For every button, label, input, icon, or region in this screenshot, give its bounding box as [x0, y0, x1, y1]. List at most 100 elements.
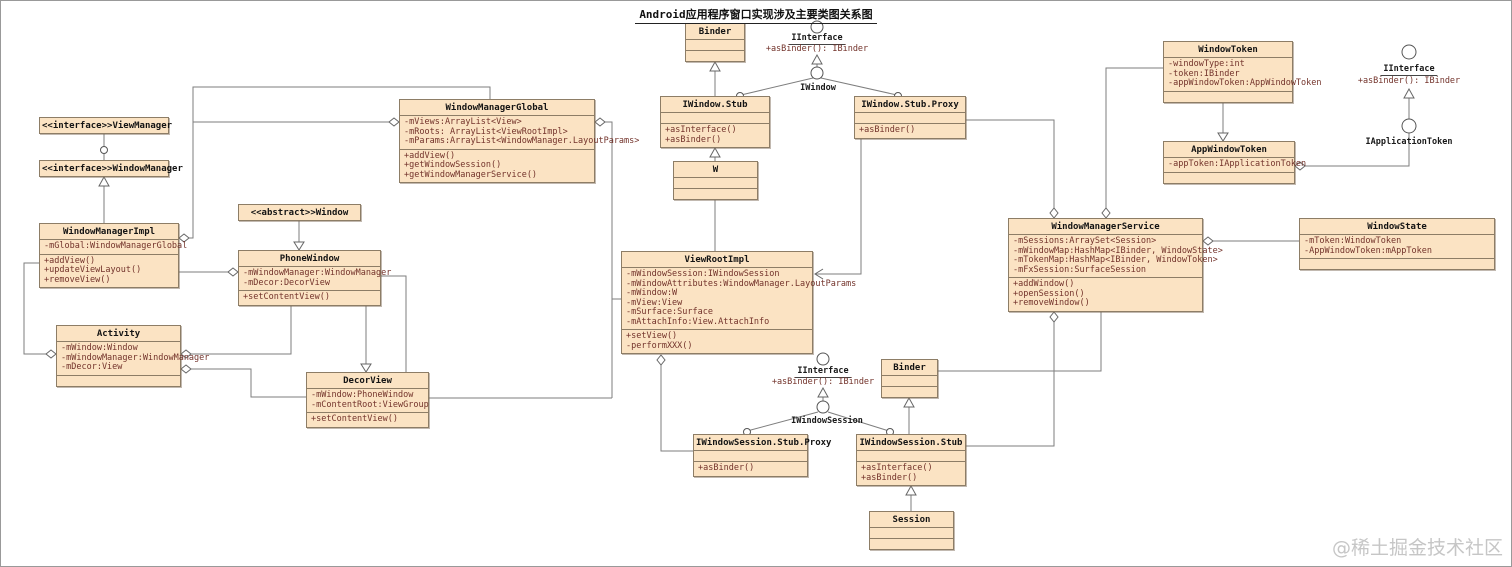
member-line: +getWindowSession() [404, 160, 502, 170]
aggregation-diamonds [45, 117, 1306, 374]
class-iwindowsession-stub-proxy: IWindowSession.Stub.Proxy +asBinder() [693, 434, 832, 477]
member-line: +asBinder() [665, 134, 722, 145]
member-line: +asBinder() [861, 472, 918, 483]
member-line: -token:IBinder [1168, 68, 1240, 79]
member-line: +setContentView() [311, 414, 398, 424]
iinterface-top-circle [810, 20, 824, 34]
class-binder-bottom: Binder [881, 359, 938, 398]
class-attributes [855, 112, 965, 123]
class-operations: +addView()+getWindowSession()+getWindowM… [400, 148, 594, 183]
class-attributes [686, 39, 744, 50]
class-attributes: -mSessions:ArraySet<Session>-mWindowMap:… [1009, 234, 1223, 277]
class-title: WindowManagerGlobal [445, 103, 549, 113]
member-line: -windowType:int [1168, 59, 1245, 69]
class-title: IWindow.Stub.Proxy [861, 100, 959, 110]
class-operations: +setView()-performXXX() [622, 329, 812, 353]
class-windowmanagerservice: WindowManagerService -mSessions:ArraySet… [1008, 218, 1223, 312]
member-line: +removeWindow() [1013, 298, 1090, 308]
iinterface-right-label: IInterface [1380, 65, 1438, 76]
class-title: Activity [96, 329, 141, 339]
class-windowstate: WindowState -mToken:WindowToken-AppWindo… [1299, 218, 1495, 270]
member-line: -mDecor:View [61, 362, 123, 372]
member-line: -mFxSession:SurfaceSession [1013, 264, 1147, 275]
member-line: -mToken:WindowToken [1304, 236, 1402, 246]
class-operations [1164, 171, 1294, 183]
class-operations [57, 374, 180, 386]
class-title: ViewRootImpl [684, 255, 750, 265]
junction-circle [100, 146, 108, 154]
class-w: W [673, 161, 758, 200]
member-line: +asBinder() [859, 125, 916, 135]
member-line: -mWindowSession:IWindowSession [626, 269, 780, 279]
class-attributes [674, 177, 757, 188]
member-line: -mSurface:Surface [626, 307, 713, 317]
member-line: -mViews:ArrayList<View> [404, 117, 522, 127]
member-line: -mWindow:PhoneWindow [311, 390, 414, 400]
class-operations [882, 386, 937, 397]
member-line: -mWindowAttributes:WindowManager.LayoutP… [626, 278, 857, 289]
member-line: -appToken:IApplicationToken [1168, 159, 1307, 169]
class-windowtoken: WindowToken -windowType:int-token:IBinde… [1163, 41, 1322, 103]
member-line: -performXXX() [626, 340, 693, 351]
class-attributes [694, 450, 807, 461]
iapplicationtoken-label: IApplicationToken [1365, 137, 1453, 147]
member-line: +removeView() [44, 274, 111, 285]
member-line: -mRoots: ArrayList<ViewRootImpl> [404, 126, 568, 137]
class-operations: +addView()+updateViewLayout()+removeView… [40, 253, 178, 288]
diagram-title: Android应用程序窗口实现涉及主要类图关系图 [1, 3, 1511, 24]
class-title: WindowManagerImpl [62, 227, 156, 237]
class-attributes: -appToken:IApplicationToken [1164, 157, 1307, 172]
class-viewrootimpl: ViewRootImpl -mWindowSession:IWindowSess… [621, 251, 857, 354]
class-viewmanager: <<interface>>ViewManager [39, 117, 172, 134]
iinterface-right-operation: +asBinder(): IBinder [1357, 76, 1461, 86]
iinterface-bottom-operation: +asBinder(): IBinder [771, 377, 875, 387]
iapplicationtoken-circle [1401, 118, 1417, 134]
member-line: -mWindowManager:WindowManager [243, 268, 392, 278]
member-line: -mGlobal:WindowManagerGlobal [44, 241, 188, 251]
iwindowsession-label: IWindowSession [791, 416, 863, 426]
class-title: IWindowSession.Stub [859, 438, 963, 448]
class-title: <<interface>>WindowManager [42, 164, 183, 174]
member-line: +asInterface() [861, 463, 933, 473]
member-line: +getWindowManagerService() [404, 169, 538, 180]
member-line: +asBinder() [698, 463, 755, 473]
class-iwindow-stub-proxy: IWindow.Stub.Proxy +asBinder() [854, 96, 966, 139]
class-operations [1164, 90, 1292, 102]
member-line: -mTokenMap:HashMap<IBinder, WindowToken> [1013, 255, 1218, 265]
class-attributes: -mWindowSession:IWindowSession-mWindowAt… [622, 267, 857, 329]
member-line: +setContentView() [243, 292, 330, 302]
class-attributes [661, 112, 769, 123]
class-windowmanagerimpl: WindowManagerImpl -mGlobal:WindowManager… [39, 223, 188, 288]
class-title: IWindowSession.Stub.Proxy [696, 438, 832, 448]
class-title: IWindow.Stub [682, 100, 748, 110]
member-line: -AppWindowToken:mAppToken [1304, 245, 1432, 256]
member-line: -mView:View [626, 297, 683, 308]
class-operations: +asInterface()+asBinder() [661, 123, 769, 147]
member-line: -mParams:ArrayList<WindowManager.LayoutP… [404, 136, 640, 146]
class-operations [686, 50, 744, 61]
iinterface-top-label: IInterface [788, 34, 846, 45]
class-title: PhoneWindow [279, 254, 340, 264]
class-title: WindowManagerService [1051, 222, 1160, 232]
member-line: -mSessions:ArraySet<Session> [1013, 236, 1157, 246]
iinterface-bottom-label: IInterface [794, 367, 852, 378]
class-title: W [712, 165, 719, 175]
iwindowsession-circle [816, 400, 830, 414]
diagram-title-text: Android应用程序窗口实现涉及主要类图关系图 [635, 6, 877, 24]
member-line: -mWindowManager:WindowManager [61, 352, 210, 363]
open-arrowhead [814, 268, 824, 280]
class-attributes: -mWindow:Window-mWindowManager:WindowMan… [57, 341, 210, 375]
class-operations [674, 188, 757, 199]
class-attributes [857, 450, 965, 461]
iinterface-right-circle [1401, 44, 1417, 60]
class-attributes: -mToken:WindowToken-AppWindowToken:mAppT… [1300, 234, 1494, 258]
class-title: WindowToken [1198, 45, 1258, 55]
member-line: -mWindow:W [626, 288, 678, 298]
class-operations [870, 538, 953, 549]
member-line: +asInterface() [665, 125, 737, 135]
member-line: +addView() [44, 255, 96, 266]
class-operations: +setContentView() [307, 412, 428, 427]
class-attributes [882, 375, 937, 386]
iwindow-circle [810, 66, 824, 80]
